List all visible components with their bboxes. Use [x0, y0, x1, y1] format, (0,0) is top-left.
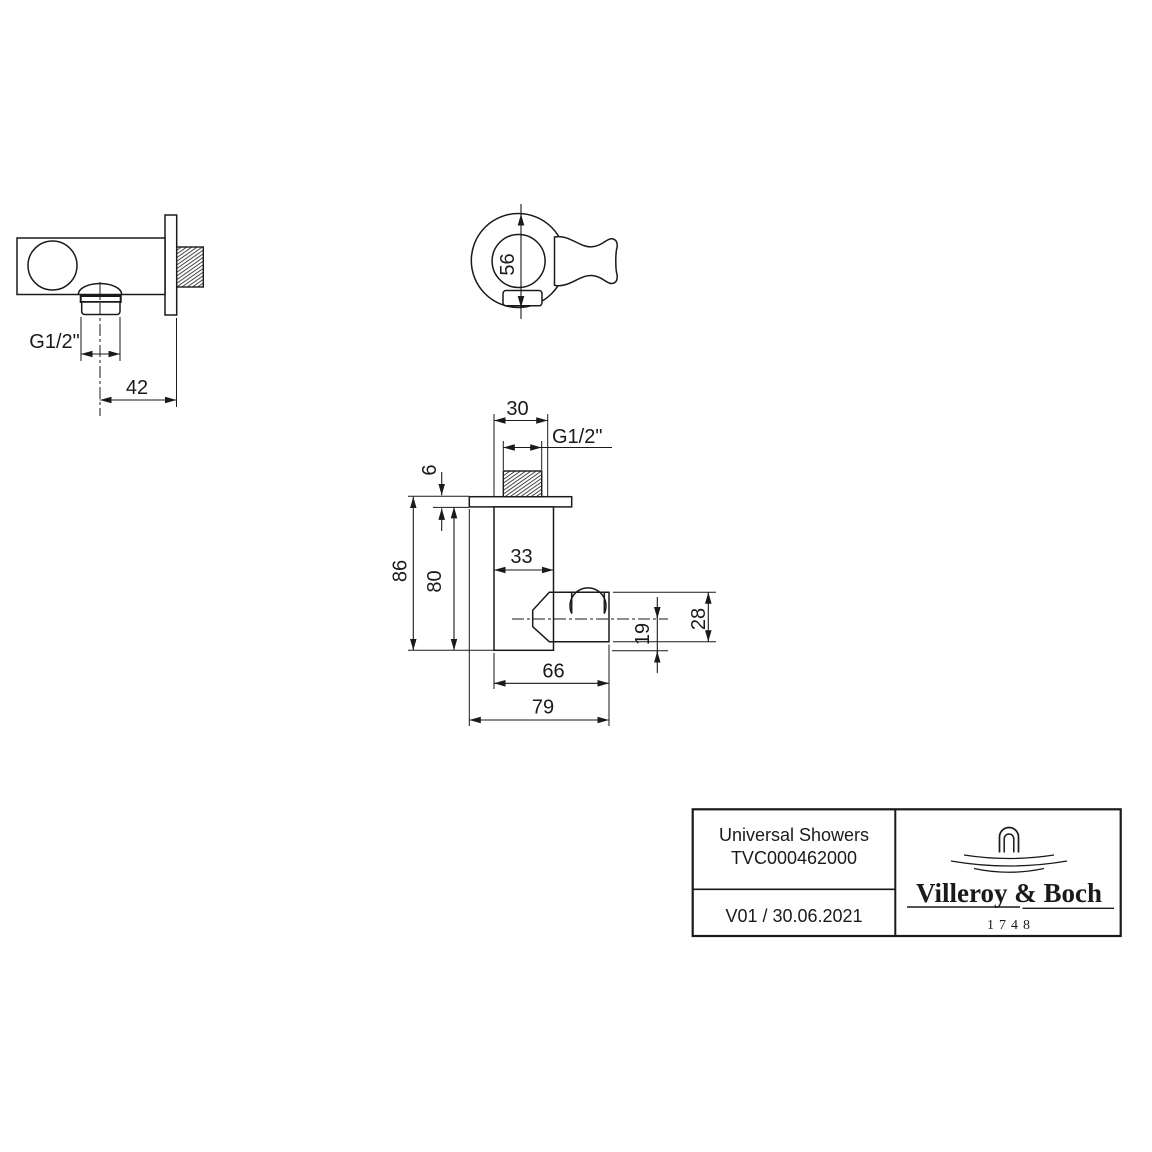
thread-size-label-section: G1/2" [552, 426, 602, 448]
dim-28-label: 28 [688, 608, 710, 630]
front-view: 56 [470, 204, 618, 319]
title-block: Universal Showers TVC000462000 V01 / 30.… [691, 808, 1122, 938]
dim-30: 30 [493, 398, 549, 496]
dim-g12-side: G1/2" [29, 317, 121, 361]
article-number: TVC000462000 [731, 848, 857, 868]
brand-year: 1748 [987, 918, 1035, 933]
dim-33: 33 [494, 546, 554, 592]
dim-19-label: 19 [632, 623, 654, 645]
side-view: G1/2" 42 [16, 214, 204, 416]
top-thread [502, 470, 543, 498]
outlet-nipple [80, 301, 121, 316]
handset-holder-section [531, 591, 610, 643]
product-line: Universal Showers [719, 825, 869, 845]
dim-79: 79 [468, 509, 609, 726]
inlet-thread [175, 246, 204, 288]
hub-circle [491, 233, 546, 289]
dim-86-label: 86 [390, 560, 412, 582]
thread-size-label: G1/2" [29, 331, 79, 353]
dim-42-label: 42 [126, 377, 148, 399]
dim-6-label: 6 [419, 464, 441, 475]
handset-holder-front [553, 235, 618, 287]
body-bore-circle [27, 240, 78, 291]
faucet-ripples-icon [950, 826, 1068, 873]
dim-33-label: 33 [510, 546, 532, 568]
brand-name: Villeroy & Boch [916, 878, 1102, 908]
riser-body [493, 506, 555, 652]
dim-66-label: 66 [542, 661, 564, 683]
holder-cradle-slot [569, 587, 607, 614]
wall-plate [164, 214, 178, 316]
title-block-border [691, 808, 1122, 938]
section-view: 30 G1/2" 6 86 80 33 [390, 398, 716, 726]
dim-80-label: 80 [424, 570, 446, 592]
dim-g12-section: G1/2" [502, 426, 612, 470]
dim-86: 86 [390, 496, 494, 651]
dim-19: 19 [612, 597, 668, 673]
dim-56-label: 56 [497, 253, 519, 275]
dim-56: 56 [497, 204, 525, 319]
outlet-front [502, 289, 543, 307]
version-date: V01 / 30.06.2021 [725, 906, 862, 926]
villeroy-boch-logo: Villeroy & Boch 1748 [907, 826, 1114, 933]
wall-flange [468, 495, 573, 508]
dim-30-label: 30 [506, 398, 528, 420]
dim-79-label: 79 [532, 697, 554, 719]
dim-66: 66 [493, 644, 610, 726]
dim-80: 80 [424, 506, 458, 651]
dim-28: 28 [613, 591, 716, 643]
dim-42: 42 [100, 318, 177, 407]
outlet-collar [79, 295, 122, 303]
